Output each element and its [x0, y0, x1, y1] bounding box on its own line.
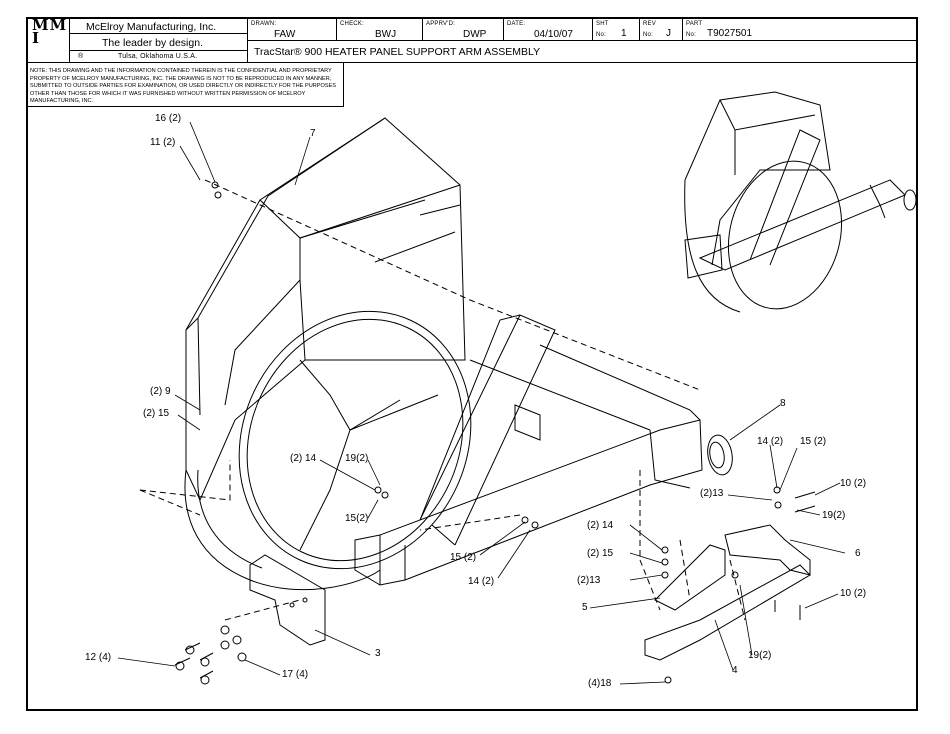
callout-11: 11 (2) — [150, 137, 176, 148]
location-cell: ® Tulsa, Oklahoma U.S.A. — [70, 51, 248, 63]
heater-disc — [238, 310, 472, 570]
callout-19a: 19(2) — [345, 453, 369, 464]
check-value: BWJ — [375, 29, 397, 40]
small-hardware — [211, 181, 816, 684]
callout-7: 7 — [310, 128, 316, 139]
note-cell — [26, 63, 344, 107]
callout-16: 16 (2) — [155, 113, 182, 124]
sheet-label: SHT — [596, 21, 609, 27]
logo-cell: MMI — [26, 17, 70, 63]
bracket-assembly — [644, 524, 811, 661]
check-label: CHECK: — [340, 21, 364, 27]
rev-cell: REV No: J — [640, 17, 683, 41]
callout-13a: (2)13 — [700, 488, 724, 499]
alignment-lines — [139, 179, 746, 621]
slogan-cell: The leader by design. — [70, 34, 248, 51]
callout-19c: 19(2) — [748, 650, 772, 661]
callout-15a: (2) 15 — [143, 408, 170, 419]
callout-4: 4 — [732, 665, 738, 676]
callout-14c: 14 (2) — [757, 436, 784, 447]
drawing-title: TracStar® 900 HEATER PANEL SUPPORT ARM A… — [254, 46, 541, 58]
company-location: Tulsa, Oklahoma U.S.A. — [118, 53, 198, 60]
inset-view — [684, 91, 917, 313]
rev-no-label: No: — [643, 32, 653, 38]
sheet-value: 1 — [621, 28, 627, 39]
callout-9: (2) 9 — [150, 386, 171, 397]
callout-15b: 15(2) — [345, 513, 369, 524]
drawing-title-cell: TracStar® 900 HEATER PANEL SUPPORT ARM A… — [248, 41, 918, 63]
drawn-cell: DRAWN: FAW — [248, 17, 337, 41]
company-logo: MMI — [32, 16, 68, 47]
company-name: McElroy Manufacturing, Inc. — [86, 21, 217, 33]
support-arm — [354, 314, 733, 586]
apprvd-value: DWP — [463, 29, 487, 40]
bolts-12 — [174, 642, 214, 685]
washers-17 — [220, 625, 247, 662]
date-cell: DATE: 04/10/07 — [504, 17, 593, 41]
company-slogan: The leader by design. — [102, 37, 203, 49]
leader-lines — [117, 121, 846, 685]
part-cell: PART No: T9027501 — [683, 17, 918, 41]
apprvd-label: APPRV'D: — [426, 21, 455, 27]
callout-5: 5 — [582, 602, 588, 613]
callout-13b: (2)13 — [577, 575, 601, 586]
callout-15e: (2) 15 — [587, 548, 614, 559]
callout-14b: 14 (2) — [468, 576, 495, 587]
check-cell: CHECK: BWJ — [337, 17, 423, 41]
sheet-no-label: No: — [596, 32, 606, 38]
callout-10b: 10 (2) — [840, 588, 867, 599]
callout-8: 8 — [780, 398, 786, 409]
callout-17: 17 (4) — [282, 669, 309, 680]
part-label: PART — [686, 21, 703, 27]
drawn-label: DRAWN: — [251, 21, 277, 27]
sheet-cell: SHT No: 1 — [593, 17, 640, 41]
callout-19b: 19(2) — [822, 510, 846, 521]
rev-value: J — [666, 28, 671, 39]
callout-14a: (2) 14 — [290, 453, 317, 464]
confidentiality-note: NOTE: THIS DRAWING AND THE INFORMATION C… — [30, 68, 337, 105]
company-cell: McElroy Manufacturing, Inc. — [70, 17, 248, 34]
callout-3: 3 — [375, 648, 381, 659]
callout-18: (4)18 — [588, 678, 612, 689]
callout-14d: (2) 14 — [587, 520, 614, 531]
date-value: 04/10/07 — [534, 29, 573, 40]
date-label: DATE: — [507, 21, 526, 27]
callout-12: 12 (4) — [85, 652, 112, 663]
mounting-plate — [249, 554, 326, 646]
callout-15c: 15 (2) — [450, 552, 477, 563]
apprvd-cell: APPRV'D: DWP — [423, 17, 504, 41]
callout-10a: 10 (2) — [840, 478, 867, 489]
callout-15d: 15 (2) — [800, 436, 827, 447]
rev-label: REV — [643, 21, 656, 27]
drawn-value: FAW — [274, 29, 296, 40]
part-no-label: No: — [686, 32, 696, 38]
part-value: T9027501 — [707, 28, 753, 39]
callout-6: 6 — [855, 548, 861, 559]
registered-mark: ® — [78, 53, 84, 60]
